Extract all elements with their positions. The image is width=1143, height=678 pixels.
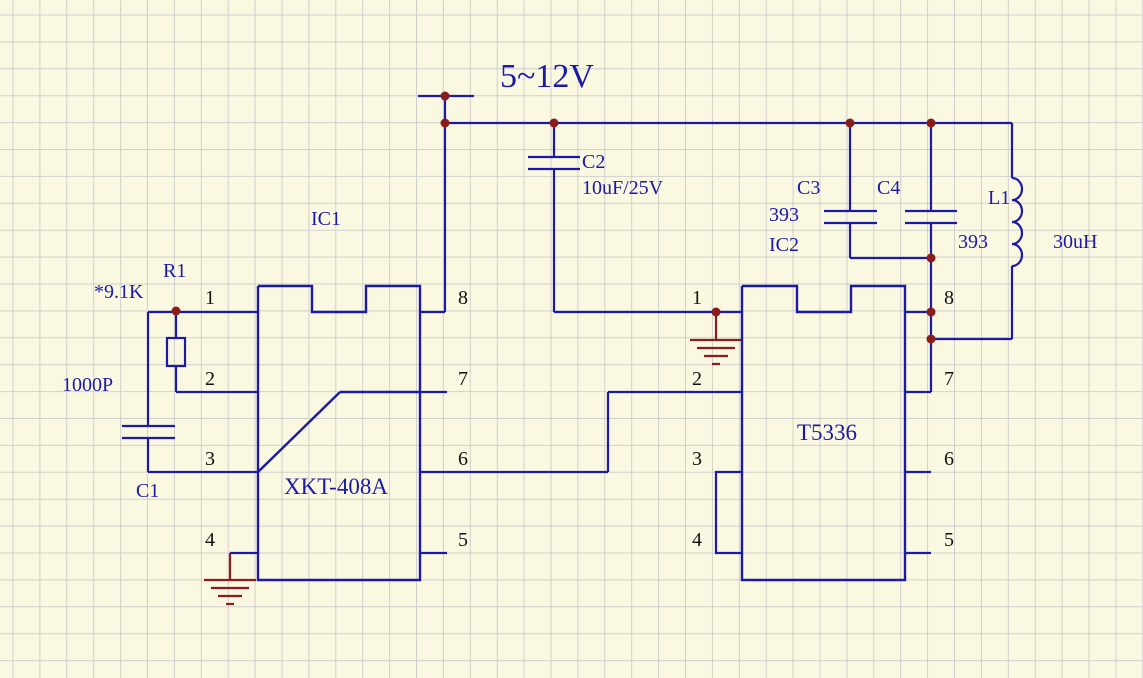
c3-designator: C3 (797, 177, 820, 199)
l1-value: 30uH (1053, 231, 1097, 253)
signal-wire-ic1-ic2 (606, 390, 742, 472)
ic1-body (256, 284, 422, 582)
c2-value: 10uF/25V (582, 177, 664, 199)
ground-symbol-ic1 (204, 553, 256, 606)
ic2-body (740, 284, 907, 582)
ic1-pin-7-label: 7 (458, 368, 468, 390)
r1-value: *9.1K (94, 281, 144, 303)
c4-value: 393 (958, 231, 988, 253)
ic2-designator: IC2 (769, 234, 799, 256)
ic2-pin-4-label: 4 (692, 529, 702, 551)
r1-designator: R1 (163, 260, 186, 282)
ic1-pin-1-label: 1 (205, 287, 215, 309)
ic1-pin-4-label: 4 (205, 529, 215, 551)
junction-dots (171, 91, 936, 344)
inductor-l1 (931, 123, 1024, 341)
ic2-pin-1-label: 1 (692, 287, 702, 309)
junction-dot (440, 118, 450, 128)
ic1-pin-leads (148, 310, 608, 555)
ic2-part-number: T5336 (797, 420, 857, 445)
ic2-pin-2-label: 2 (692, 368, 702, 390)
ic1-pin-3-label: 3 (205, 448, 215, 470)
ic2-pin-3-label: 3 (692, 448, 702, 470)
c1-value: 1000P (62, 374, 113, 396)
junction-dot (549, 118, 559, 128)
supply-rail (418, 94, 1012, 314)
c2-designator: C2 (582, 151, 605, 173)
junction-dot (845, 118, 855, 128)
c3-value: 393 (769, 204, 799, 226)
ic2-pin-7-label: 7 (944, 368, 954, 390)
junction-dot (926, 334, 936, 344)
supply-voltage-label: 5~12V (500, 58, 594, 95)
ic1-pin-2-label: 2 (205, 368, 215, 390)
ic2-pin-5-label: 5 (944, 529, 954, 551)
junction-dot (926, 253, 936, 263)
ic2-pin-8-label: 8 (944, 287, 954, 309)
ic1-part-number: XKT-408A (284, 474, 388, 499)
ic1-designator: IC1 (311, 208, 341, 230)
c4-designator: C4 (877, 177, 900, 199)
l1-designator: L1 (988, 187, 1010, 209)
ic1-pin-6-label: 6 (458, 448, 468, 470)
junction-dot (926, 307, 936, 317)
capacitor-c2 (528, 123, 742, 314)
capacitor-c3 (824, 123, 931, 260)
junction-dot (440, 91, 450, 101)
junction-dot (926, 118, 936, 128)
c1-designator: C1 (136, 480, 159, 502)
ic1-pin-8-label: 8 (458, 287, 468, 309)
ic1-pin-5-label: 5 (458, 529, 468, 551)
capacitor-c1 (122, 312, 175, 472)
resistor-r1 (165, 312, 187, 392)
junction-dot (711, 307, 721, 317)
junction-dot (171, 306, 181, 316)
ic2-pin-6-label: 6 (944, 448, 954, 470)
ground-symbol-ic2 (690, 312, 742, 366)
